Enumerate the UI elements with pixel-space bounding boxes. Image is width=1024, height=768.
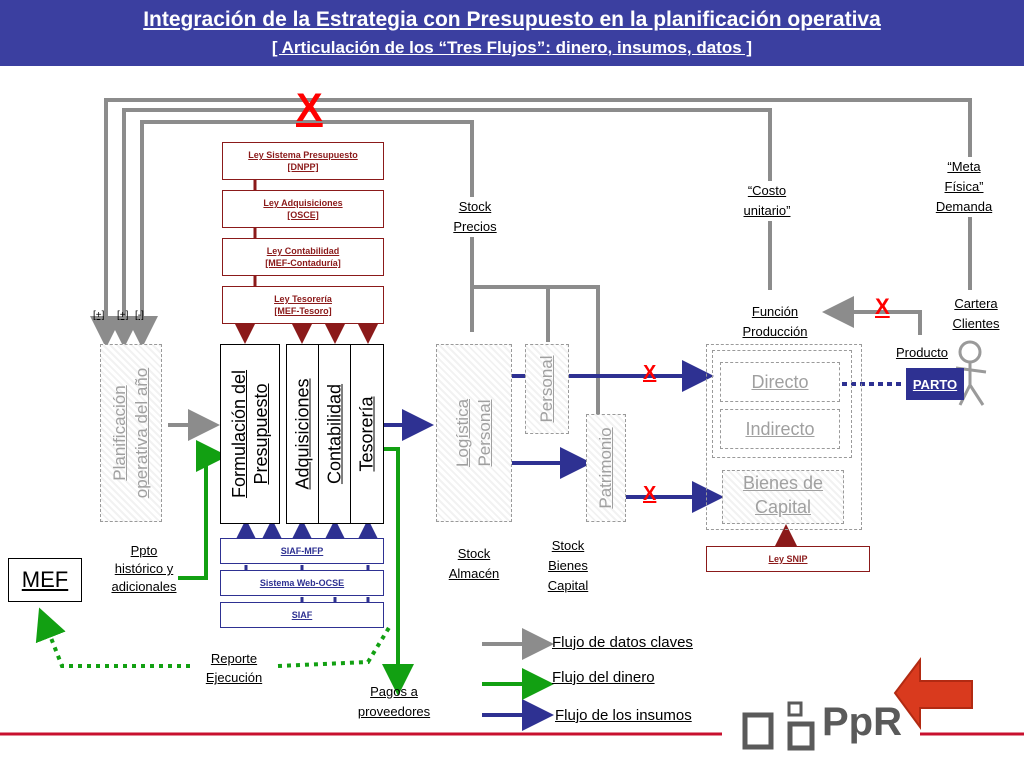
personal-label: Personal xyxy=(537,355,556,423)
header-bar: Integración de la Estrategia con Presupu… xyxy=(0,0,1024,66)
page-subtitle: [ Articulación de los “Tres Flujos”: din… xyxy=(271,38,753,57)
producto-label: Producto xyxy=(895,345,949,360)
legend-dinero: Flujo del dinero xyxy=(552,669,655,686)
stock-precios-label: Stock Precios xyxy=(440,197,510,237)
cartera-clientes-label: Cartera Clientes xyxy=(952,296,1000,331)
indirecto-box: Indirecto xyxy=(720,409,840,449)
law-box-contabilidad: Ley Contabilidad [MEF-Contaduría] xyxy=(222,238,384,276)
cross-mark-top: X xyxy=(296,86,323,130)
directo-box: Directo xyxy=(720,362,840,402)
marker-minus: [-] xyxy=(135,310,144,321)
siaf-mfp-box: SIAF-MFP xyxy=(220,538,384,564)
personal-box: Personal xyxy=(525,344,569,434)
patrimonio-box: Patrimonio xyxy=(586,414,626,522)
law-name: Ley Adquisiciones xyxy=(263,198,343,208)
adquisiciones-label: Adquisiciones xyxy=(292,378,313,490)
pagos-label: Pagos a proveedores xyxy=(357,684,431,719)
law-entity: [DNPP] xyxy=(287,162,319,172)
reporte-ejecucion-label: Reporte Ejecución xyxy=(205,651,263,685)
law-box-adquisiciones: Ley Adquisiciones [OSCE] xyxy=(222,190,384,228)
law-entity: [MEF-Tesoro] xyxy=(274,306,332,316)
marker-plus: [+] xyxy=(93,310,105,321)
tesoreria-label: Tesorería xyxy=(356,396,377,472)
contabilidad-box: Contabilidad xyxy=(318,344,352,524)
bienes-capital-box: Bienes de Capital xyxy=(722,470,844,524)
cross-mark-cartera: X xyxy=(875,294,890,319)
law-box-tesoreria: Ley Tesorería [MEF-Tesoro] xyxy=(222,286,384,324)
mef-box: MEF xyxy=(8,558,82,602)
ppr-logo-text: PpR xyxy=(822,700,902,744)
production-area xyxy=(706,344,862,530)
law-box-presupuesto: Ley Sistema Presupuesto [DNPP] xyxy=(222,142,384,180)
stock-bienes-capital-label: Stock Bienes Capital xyxy=(547,538,589,593)
parto-product-box: PARTO xyxy=(906,368,964,400)
funcion-produccion-label: Función Producción xyxy=(742,304,808,339)
costo-unitario-label: “Costo unitario” xyxy=(728,181,806,221)
law-entity: [OSCE] xyxy=(287,210,319,220)
meta-fisica-label: “Meta Física” Demanda xyxy=(928,157,1000,217)
back-arrow-icon xyxy=(893,657,973,731)
law-name: Ley Contabilidad xyxy=(266,246,340,256)
production-inner-area xyxy=(712,350,852,458)
law-name: Ley Sistema Presupuesto xyxy=(248,150,358,160)
stock-almacen-label: Stock Almacén xyxy=(448,546,500,581)
cross-mark-patrimonio: X xyxy=(643,483,657,505)
ppto-label: Ppto histórico y adicionales xyxy=(111,543,177,594)
cross-mark-personal: X xyxy=(643,362,657,384)
legend-insumos: Flujo de los insumos xyxy=(555,707,692,724)
sistema-web-ocse-box: Sistema Web-OCSE xyxy=(220,570,384,596)
ley-snip-box: Ley SNIP xyxy=(706,546,870,572)
legend-datos: Flujo de datos claves xyxy=(552,634,693,651)
patrimonio-label: Patrimonio xyxy=(596,427,615,509)
law-entity: [MEF-Contaduría] xyxy=(265,258,341,268)
law-name: Ley Tesorería xyxy=(274,294,332,304)
siaf-box: SIAF xyxy=(220,602,384,628)
page-title: Integración de la Estrategia con Presupu… xyxy=(143,8,881,31)
marker-plus: [+] xyxy=(117,310,129,321)
contabilidad-label: Contabilidad xyxy=(324,383,345,485)
ppr-logo-mark xyxy=(742,701,815,751)
tesoreria-box: Tesorería xyxy=(350,344,384,524)
adquisiciones-box: Adquisiciones xyxy=(286,344,320,524)
